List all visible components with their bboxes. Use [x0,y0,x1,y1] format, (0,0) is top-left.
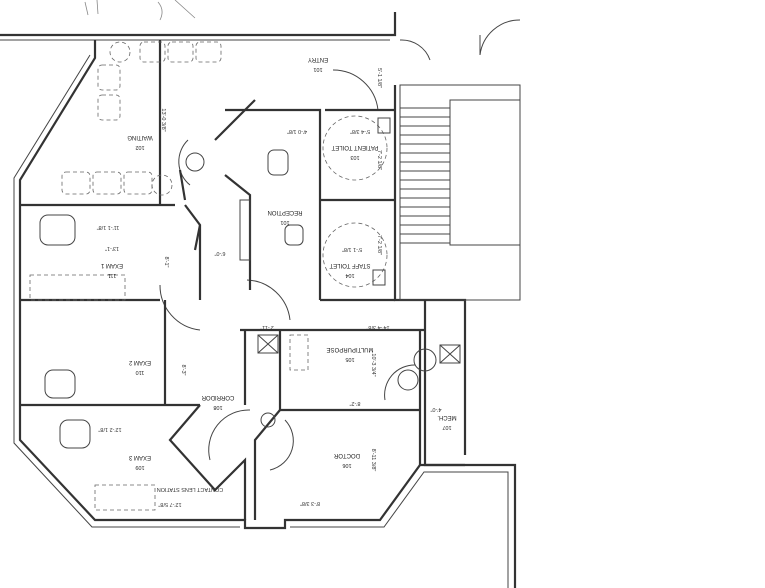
room-name: EXAM 3 [128,454,151,460]
room-number: 106 [342,462,351,468]
room-reception: 101 RECEPTION [267,209,302,225]
room-doctor: 106 DOCTOR [333,452,360,468]
room-number: 105 [345,356,354,362]
interior-walls [20,40,465,520]
room-exam-2: 110 EXAM 2 [128,359,151,375]
room-name: ENTRY [308,56,328,62]
dimension: 4'-0 1/8" [287,128,307,134]
dimension: 6'-0" [214,250,225,256]
room-number: 109 [135,464,144,470]
exam-furniture [29,115,461,511]
dimension: 13'-0 3/8" [160,108,166,131]
dimension: 5'-1 1/8" [342,246,362,252]
dimension: 2'-11" [260,324,274,330]
dimension: 8'-2" [349,400,360,406]
room-number: 108 [213,404,222,410]
svg-text:CONTACT LENS STATION: CONTACT LENS STATION [157,486,224,492]
room-name: CORRIDOR [201,394,234,400]
room-number: 110 [136,369,145,375]
dimension: 13'-1" [105,245,119,251]
dimension: 11'-1 1/8" [97,224,120,230]
room-name: DOCTOR [333,452,360,458]
room-number: 101 [313,66,322,72]
room-number: 102 [135,144,144,150]
room-multipurpose: 105 MULTIPURPOSE [327,346,374,362]
room-name: EXAM 2 [128,359,151,365]
room-name: WAITING [127,134,153,140]
room-number: 101 [280,219,289,225]
room-mech: 107 MECH. [437,414,457,430]
staircase [399,84,521,301]
dimension: 7'-2 1/8" [376,150,382,170]
room-name: RECEPTION [267,209,302,215]
room-name: STAFF TOILET [329,262,370,268]
room-number: 111 [108,272,116,278]
room-waiting: 102 WAITING [127,134,153,150]
dimension: 14'-4 3/8" [366,324,389,330]
dimension: 8'-3" [180,365,186,376]
room-number: 104 [345,272,354,278]
room-entry: 101 ENTRY [308,56,328,72]
furniture-note: CONTACT LENS STATION [157,486,224,492]
room-patient-toilet: 103 PATIENT TOILET [331,144,378,160]
dimension: 12'-7 5/8" [158,501,181,507]
dimension: 12'-2 1/8" [98,426,121,432]
room-labels: 101 ENTRY 102 WAITING 103 PATIENT TOILET 10… [100,56,456,492]
dimension: 10'-3 3/4" [370,353,376,376]
room-number: 103 [350,154,359,160]
dimension: 8'-1" [163,257,169,268]
dimension: 7'-2 1/8" [376,235,382,255]
dimension: 5'-1 1/8" [376,68,382,88]
dimension-labels: 5'-1 1/8" 13'-0 3/8" 4'-0 1/8" 5'-4 3/8"… [97,68,442,507]
dimension: 8'-11 3/8" [370,449,376,472]
room-name: MECH. [437,414,457,420]
room-exam-3: 109 EXAM 3 [128,454,151,470]
room-name: PATIENT TOILET [331,144,378,150]
room-staff-toilet: 104 STAFF TOILET [329,262,370,278]
handwritten-marks [84,0,196,21]
dimension: 8'-3 3/8" [300,500,320,506]
room-name: MULTIPURPOSE [327,346,374,352]
room-name: EXAM 1 [100,262,123,268]
room-corridor: 108 CORRIDOR [201,394,234,410]
room-exam-1: 111 EXAM 1 [100,262,123,278]
doors [159,19,521,471]
dimension: 4'-0" [430,406,441,412]
dimension: 5'-4 3/8" [350,128,370,134]
room-number: 107 [442,424,451,430]
waiting-chairs [61,41,222,196]
